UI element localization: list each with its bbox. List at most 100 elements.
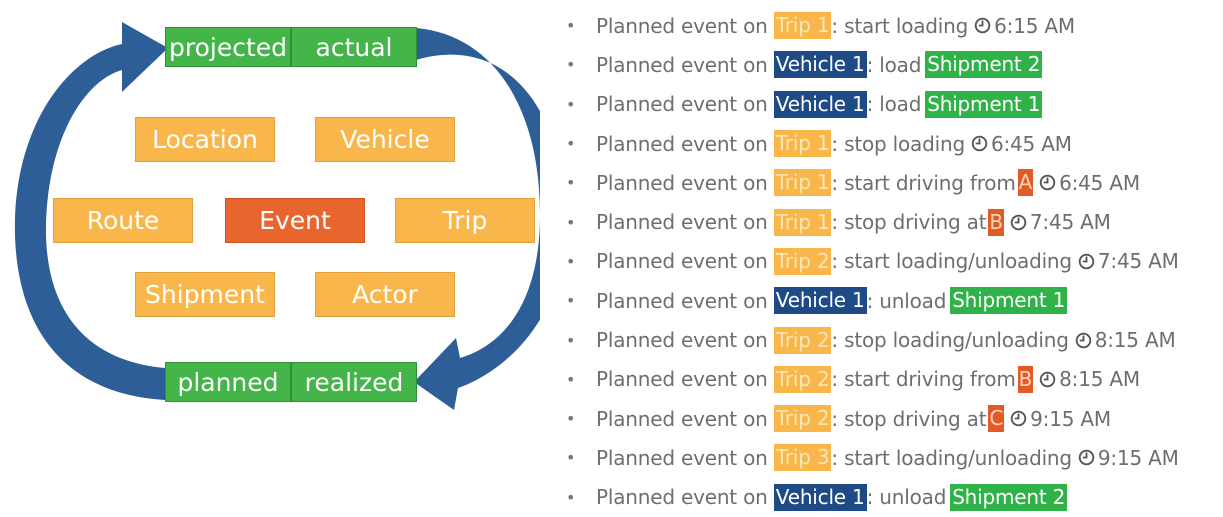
location-tag: B	[1017, 365, 1034, 393]
subject-tag: Trip 2	[773, 365, 832, 393]
clock-icon	[1010, 410, 1027, 427]
event-prefix: Planned event on	[596, 485, 774, 510]
event-item: • Planned event on Trip 3: start loading/…	[566, 438, 1223, 477]
event-time: 7:45 AM	[1097, 249, 1179, 274]
bullet-icon: •	[566, 448, 576, 468]
event-item: • Planned event on Trip 2: stop loading/u…	[566, 320, 1223, 359]
event-item: • Planned event on Trip 1: stop driving a…	[566, 202, 1223, 241]
event-time: 9:15 AM	[1030, 406, 1111, 431]
bullet-icon: •	[566, 369, 576, 389]
event-item: • Planned event on Trip 1: start loading 6…	[566, 6, 1223, 45]
event-box: Event	[225, 198, 365, 243]
event-time: 6:45 AM	[1059, 170, 1140, 195]
event-time: 7:45 AM	[1029, 210, 1111, 235]
bullet-icon: •	[566, 291, 576, 311]
event-action: : start loading	[831, 13, 969, 38]
bullet-icon: •	[566, 212, 576, 232]
event-action: : start driving from	[831, 367, 1016, 392]
subject-tag: Trip 2	[773, 247, 832, 275]
clock-icon	[971, 135, 988, 152]
event-prefix: Planned event on	[596, 170, 774, 195]
subject-tag: Trip 3	[773, 444, 832, 472]
event-action: : load	[866, 92, 922, 117]
subject-tag: Trip 1	[773, 12, 832, 40]
event-prefix: Planned event on	[596, 367, 774, 392]
event-prefix: Planned event on	[596, 92, 774, 117]
object-tag: Shipment 2	[925, 51, 1043, 79]
event-item: • Planned event on Trip 1: stop loading 6:…	[566, 124, 1223, 163]
subject-tag: Trip 2	[773, 326, 832, 354]
event-prefix: Planned event on	[596, 249, 774, 274]
bullet-icon: •	[566, 16, 576, 36]
event-time: 9:15 AM	[1097, 445, 1179, 470]
bullet-icon: •	[566, 173, 576, 193]
event-action: : unload	[866, 288, 947, 313]
bullet-icon: •	[566, 134, 576, 154]
event-prefix: Planned event on	[596, 13, 774, 38]
event-prefix: Planned event on	[596, 210, 774, 235]
bullet-icon: •	[566, 409, 576, 429]
event-action: : unload	[866, 485, 947, 510]
location-box: Location	[135, 117, 275, 162]
event-item: • Planned event on Trip 1: start driving …	[566, 163, 1223, 202]
event-action: : start driving from	[831, 170, 1016, 195]
event-action: : start loading/unloading	[831, 249, 1072, 274]
planned-label: planned	[165, 362, 291, 402]
subject-tag: Trip 2	[773, 405, 832, 433]
event-action: : load	[866, 52, 922, 77]
bullet-icon: •	[566, 94, 576, 114]
event-action: : stop driving at	[831, 210, 987, 235]
bullet-icon: •	[566, 55, 576, 75]
object-tag: Shipment 1	[950, 287, 1068, 315]
event-action: : stop driving at	[831, 406, 987, 431]
subject-tag: Trip 1	[773, 208, 832, 236]
projected-label: projected	[165, 27, 291, 67]
object-tag: Shipment 1	[925, 90, 1043, 118]
cycle-arrows	[14, 22, 540, 410]
event-prefix: Planned event on	[596, 288, 774, 313]
event-action: : start loading/unloading	[831, 445, 1072, 470]
subject-tag: Trip 1	[773, 130, 832, 158]
object-tag: Shipment 2	[950, 483, 1068, 511]
shipment-box: Shipment	[135, 272, 275, 317]
clock-icon	[974, 17, 991, 34]
bullet-icon: •	[566, 487, 576, 507]
event-action: : stop loading	[831, 131, 965, 156]
clock-icon	[1039, 174, 1056, 191]
event-prefix: Planned event on	[596, 445, 774, 470]
route-box: Route	[53, 198, 193, 243]
subject-tag: Vehicle 1	[773, 287, 867, 315]
event-item: • Planned event on Trip 2: start driving …	[566, 360, 1223, 399]
event-action: : stop loading/unloading	[831, 328, 1069, 353]
trip-box: Trip	[395, 198, 535, 243]
clock-icon	[1078, 449, 1095, 466]
vehicle-box: Vehicle	[315, 117, 455, 162]
realized-label: realized	[291, 362, 417, 402]
actor-box: Actor	[315, 272, 455, 317]
subject-tag: Trip 1	[773, 169, 832, 197]
event-time: 6:45 AM	[990, 131, 1072, 156]
event-prefix: Planned event on	[596, 406, 774, 431]
event-item: • Planned event on Trip 2: stop driving a…	[566, 399, 1223, 438]
clock-icon	[1039, 371, 1056, 388]
actual-label: actual	[291, 27, 417, 67]
left-cycle-arrow	[14, 22, 169, 400]
event-prefix: Planned event on	[596, 328, 774, 353]
location-tag: A	[1017, 169, 1034, 197]
event-time: 6:15 AM	[994, 13, 1075, 38]
right-cycle-arrow	[414, 28, 540, 410]
bullet-icon: •	[566, 330, 576, 350]
event-time: 8:15 AM	[1094, 328, 1176, 353]
subject-tag: Vehicle 1	[773, 90, 867, 118]
bullet-icon: •	[566, 251, 576, 271]
event-item: • Planned event on Trip 2: start loading/…	[566, 242, 1223, 281]
event-prefix: Planned event on	[596, 131, 774, 156]
clock-icon	[1078, 253, 1095, 270]
location-tag: C	[988, 405, 1005, 433]
clock-icon	[1075, 332, 1092, 349]
location-tag: B	[988, 208, 1004, 236]
